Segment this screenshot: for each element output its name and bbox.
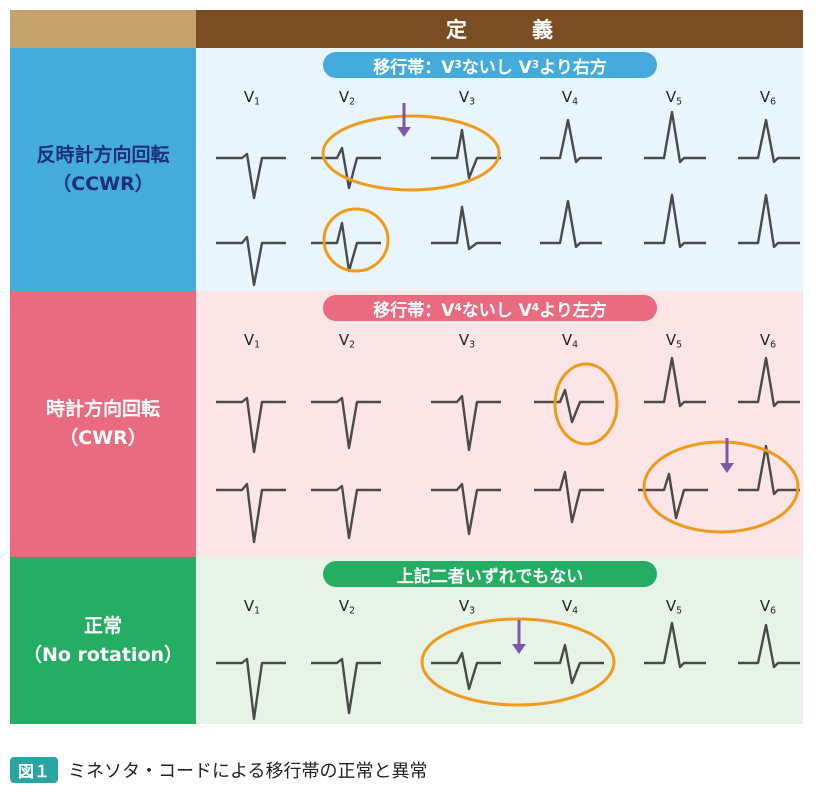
qrs-row4-v5 [638, 472, 708, 520]
qrs-row3-v4 [534, 388, 604, 424]
lead-label-v3: V3 [458, 597, 476, 617]
qrs-row4-v4 [534, 470, 604, 524]
qrs-row4-v1 [216, 482, 286, 544]
row-label-cwr-abbr: （CWR） [59, 427, 147, 449]
lead-label-v4: V4 [561, 597, 579, 617]
qrs-row1-v6 [738, 118, 800, 164]
lead-label-v1: V1 [243, 597, 261, 617]
qrs-row2-v4 [540, 199, 602, 249]
down-arrow-icon [720, 438, 734, 473]
lead-label-v6: V6 [759, 88, 777, 108]
lead-label-v4: V4 [561, 331, 579, 351]
row-label-cwr: 時計方向回転 （CWR） [10, 291, 196, 557]
lead-label-v5: V5 [665, 597, 683, 617]
lead-label-v4: V4 [561, 88, 579, 108]
qrs-row5-v5 [644, 621, 706, 669]
row-label-cwr-name: 時計方向回転 [45, 398, 160, 420]
row-label-ccwr-name: 反時計方向回転 [36, 143, 170, 166]
lead-label-v2: V2 [338, 597, 356, 617]
definition-cell-cwr [196, 291, 803, 557]
qrs-row1-v3 [431, 128, 501, 180]
qrs-row5-v6 [738, 623, 800, 669]
transition-highlight-1 [321, 114, 501, 192]
row-label-normal-name: 正常 [83, 614, 122, 637]
definition-cell-ccwr [196, 48, 803, 291]
qrs-row3-v5 [644, 356, 706, 408]
qrs-row2-v5 [644, 193, 706, 249]
transition-zone-pill-normal: 上記二者いずれでもない [323, 561, 657, 587]
lead-label-v2: V2 [338, 88, 356, 108]
transition-highlight-4 [642, 440, 800, 534]
qrs-row2-v1 [216, 235, 286, 287]
qrs-row2-v3 [431, 205, 501, 251]
qrs-row5-v1 [216, 657, 286, 721]
figure-caption-text: ミネソタ・コードによる移行帯の正常と異常 [68, 761, 428, 782]
lead-label-v1: V1 [243, 88, 261, 108]
qrs-row1-v5 [644, 110, 706, 164]
qrs-row1-v2 [311, 146, 381, 190]
figure-caption: 図１ ミネソタ・コードによる移行帯の正常と異常 [10, 757, 427, 783]
qrs-row2-v2 [311, 221, 381, 273]
qrs-row1-v4 [540, 118, 602, 164]
row-label-ccwr: 反時計方向回転 （CCWR） [10, 48, 196, 291]
down-arrow-icon [512, 620, 526, 654]
qrs-row4-v6 [738, 444, 800, 496]
lead-label-v1: V1 [243, 331, 261, 351]
qrs-row3-v6 [738, 356, 800, 408]
qrs-row5-v4 [534, 643, 604, 685]
lead-label-v6: V6 [759, 597, 777, 617]
transition-highlight-3 [553, 362, 619, 446]
transition-highlight-2 [322, 207, 390, 273]
row-label-ccwr-abbr: （CCWR） [52, 172, 154, 195]
lead-label-v3: V3 [458, 88, 476, 108]
qrs-row4-v2 [311, 484, 381, 540]
qrs-row1-v1 [216, 152, 286, 200]
lead-label-v6: V6 [759, 331, 777, 351]
qrs-row5-v3 [431, 651, 501, 691]
lead-label-v5: V5 [665, 331, 683, 351]
qrs-row4-v3 [431, 482, 501, 536]
qrs-row3-v1 [216, 396, 286, 454]
header-definition: 定 義 [196, 10, 803, 48]
transition-highlight-5 [420, 617, 616, 707]
row-label-normal: 正常 （No rotation） [10, 557, 196, 724]
figure-badge: 図１ [10, 757, 59, 783]
qrs-row5-v2 [311, 657, 381, 715]
lead-label-v2: V2 [338, 331, 356, 351]
header-corner [10, 10, 196, 48]
lead-label-v5: V5 [665, 88, 683, 108]
lead-label-v3: V3 [458, 331, 476, 351]
qrs-row3-v3 [431, 394, 501, 452]
row-label-normal-abbr: （No rotation） [22, 643, 184, 666]
down-arrow-icon [397, 103, 411, 137]
qrs-row3-v2 [311, 396, 381, 450]
qrs-row2-v6 [738, 193, 800, 249]
